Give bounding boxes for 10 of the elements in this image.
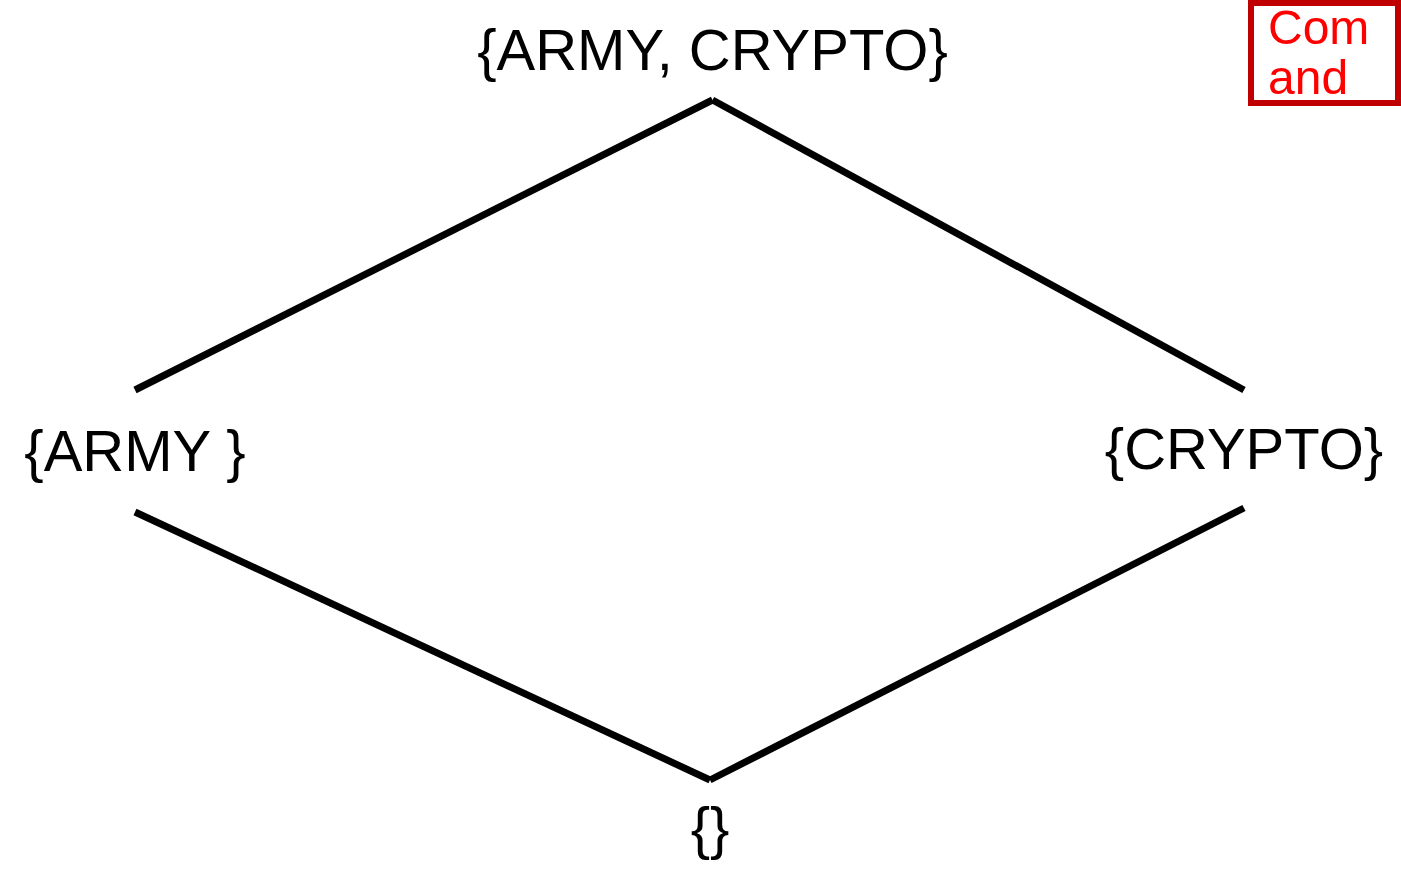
set-label: {} <box>690 798 730 859</box>
note-box <box>1248 0 1401 106</box>
connector-line <box>708 504 1246 784</box>
connector-line <box>710 96 1246 394</box>
note-text: Com and <box>1268 2 1371 104</box>
set-label: {CRYPTO} <box>1104 418 1384 480</box>
connector-line <box>133 96 715 394</box>
set-label: {ARMY, CRYPTO} <box>477 19 948 81</box>
connector-line <box>133 508 712 784</box>
set-label: {ARMY } <box>24 420 246 482</box>
